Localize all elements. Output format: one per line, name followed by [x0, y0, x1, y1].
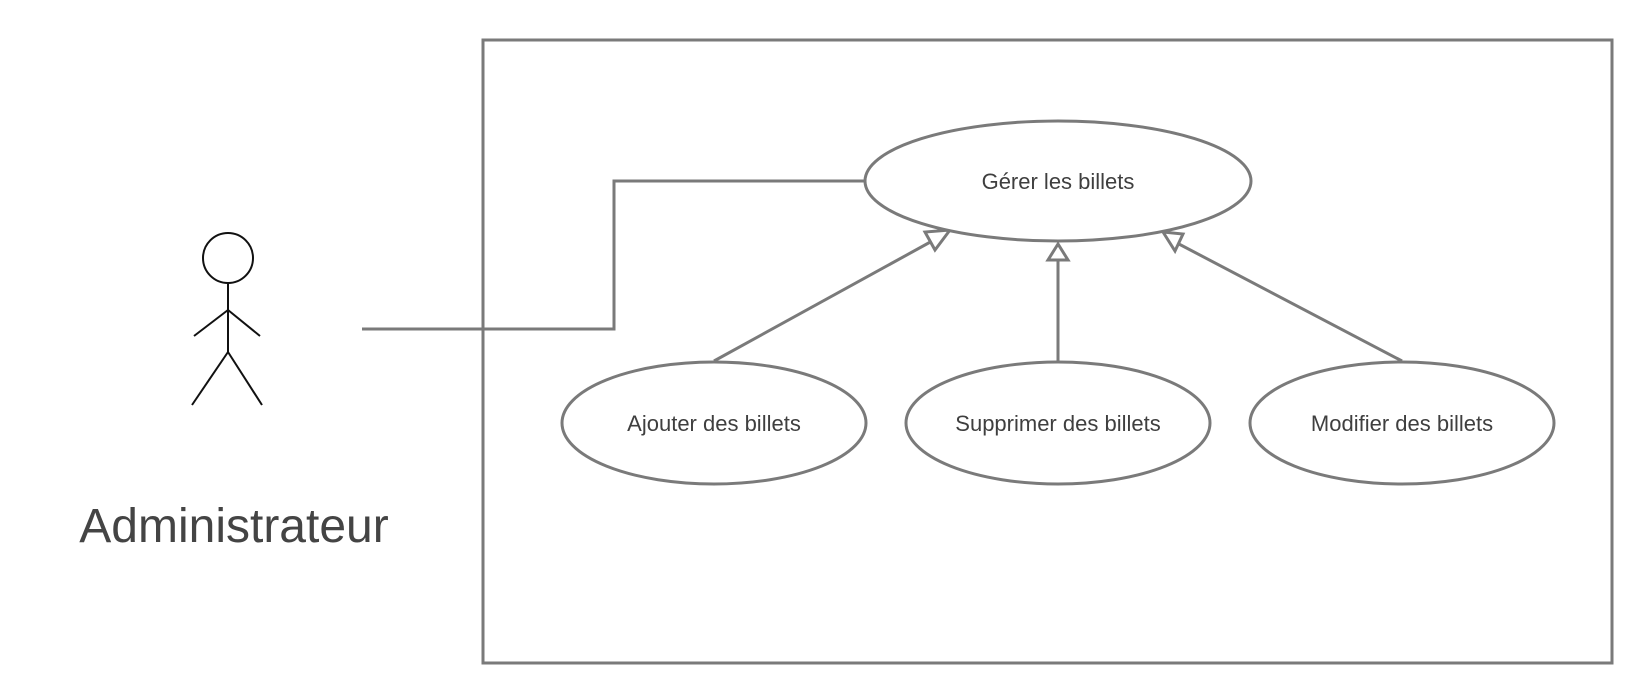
use-case-modify-tickets [1248, 360, 1556, 486]
use-case-add-tickets [560, 360, 868, 486]
generalization-add [713, 238, 935, 363]
arrowhead-delete [1045, 241, 1071, 262]
use-case-manage-tickets [863, 119, 1253, 243]
actor-leg-left [191, 351, 229, 406]
actor-administrateur [191, 232, 263, 406]
generalization-modify [1176, 241, 1403, 363]
actor-head [202, 232, 254, 284]
arrowheads [922, 228, 1186, 262]
arrowhead-modify [1160, 230, 1186, 255]
actor-arm-right [227, 309, 261, 337]
use-case-manage-tickets-label: Gérer les billets [982, 169, 1135, 194]
use-case-delete-tickets [904, 360, 1212, 486]
use-case-add-tickets-label: Ajouter des billets [627, 411, 801, 436]
system-boundary [481, 38, 1614, 665]
use-case-delete-tickets-label: Supprimer des billets [955, 411, 1160, 436]
actor-arm-left [193, 309, 229, 337]
arrowhead-add [922, 228, 954, 253]
association-line [362, 179, 865, 331]
actor-leg-right [227, 351, 263, 406]
generalization-lines [713, 238, 1403, 363]
actor-label: Administrateur [79, 500, 388, 553]
use-case-modify-tickets-label: Modifier des billets [1311, 411, 1493, 436]
